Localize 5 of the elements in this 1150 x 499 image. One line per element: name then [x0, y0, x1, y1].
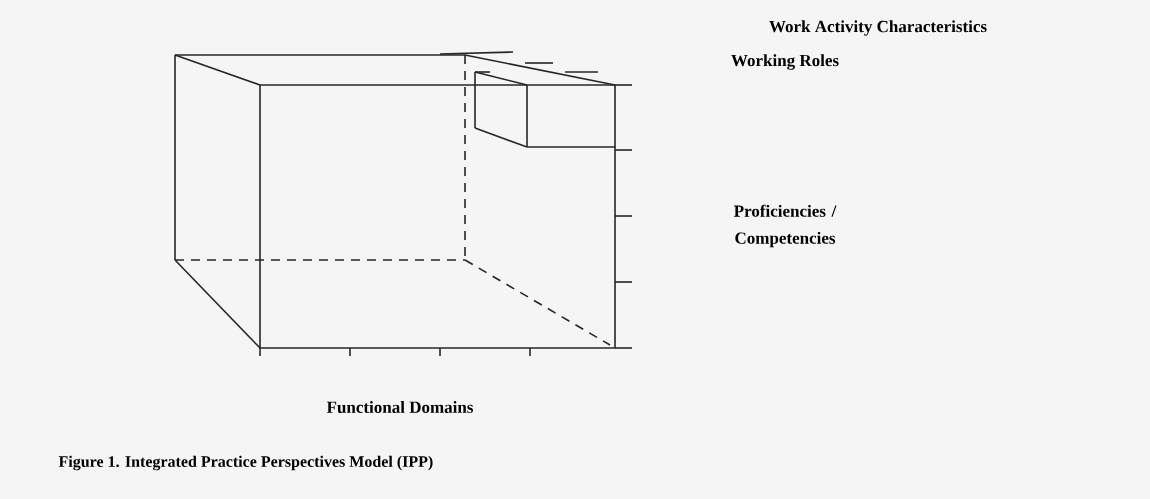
figure-caption: Figure 1. Integrated Practice Perspectives Model (IPP)	[58, 455, 433, 471]
axis-label: Work Activity Characteristics	[769, 20, 987, 36]
axis-label: Functional Domains	[326, 401, 474, 413]
axis-label: Proficiencies / Competencies	[734, 204, 837, 248]
axis-label: Working Roles	[731, 54, 839, 70]
